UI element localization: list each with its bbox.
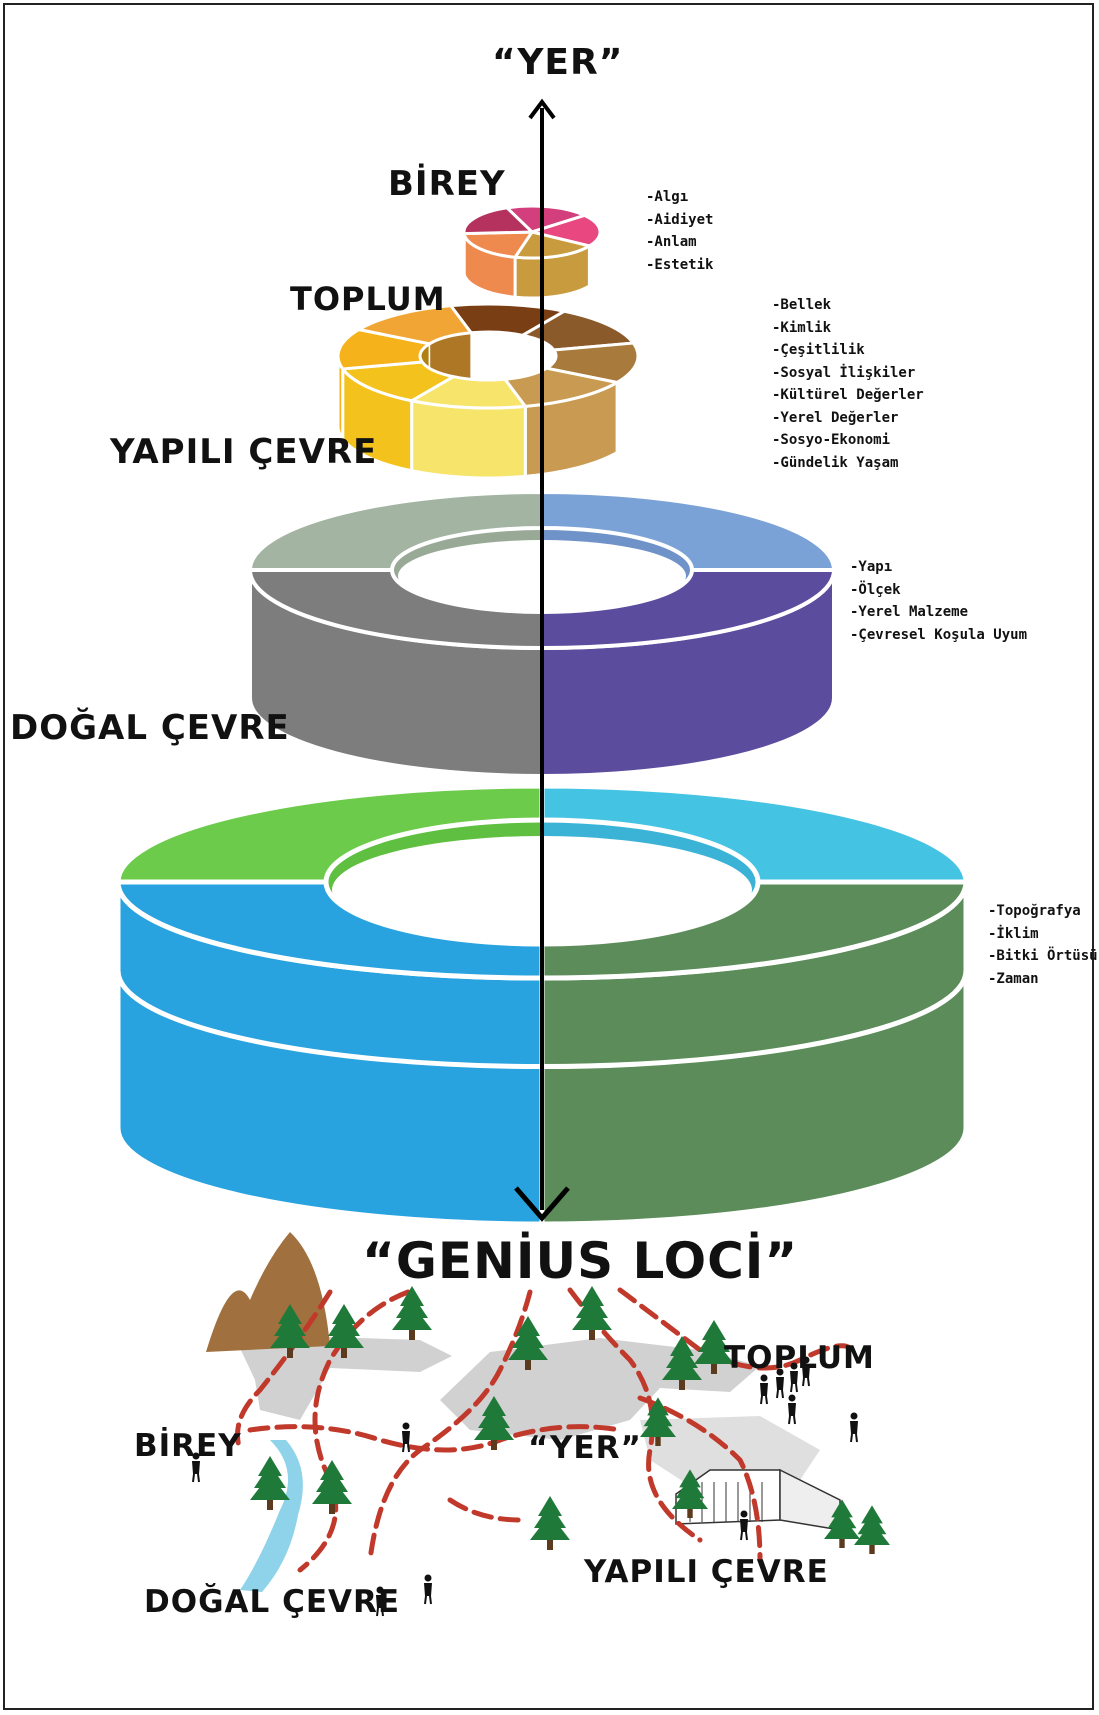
list-item: -Ölçek <box>850 581 901 598</box>
ring-birey <box>462 204 602 300</box>
layer-title-yapili-cevre: YAPILI ÇEVRE <box>110 432 378 472</box>
person-icon <box>788 1394 796 1425</box>
layer-list-birey: -Algı -Aidiyet -Anlam -Estetik <box>646 186 713 276</box>
ring-top-segment <box>115 783 545 885</box>
list-item: -Topoğrafya <box>988 903 1081 919</box>
dashed-path <box>235 1289 333 1453</box>
tree-icon <box>250 1456 290 1510</box>
tree-icon <box>694 1320 734 1374</box>
ground-patch <box>640 1416 820 1486</box>
vertical-axis-arrow <box>514 98 570 1222</box>
tree-icon <box>824 1499 860 1548</box>
dashed-path <box>447 1497 523 1523</box>
tree-icon <box>270 1304 310 1358</box>
dashed-path <box>247 1424 623 1453</box>
frame-border <box>3 3 1094 1710</box>
tree-icon <box>324 1304 364 1358</box>
list-item: -Sosyo-Ekonomi <box>772 432 891 448</box>
scene-label-toplum: TOPLUM <box>724 1340 875 1376</box>
list-item: -Gündelik Yaşam <box>772 454 899 471</box>
tree-icon <box>312 1460 352 1514</box>
list-item: -Bitki Örtüsü <box>988 948 1098 964</box>
dashed-path <box>637 1395 763 1563</box>
tree-icon <box>530 1496 570 1550</box>
dashed-path <box>617 1287 853 1371</box>
list-item: -Yerel Değerler <box>772 409 899 426</box>
person-icon <box>760 1374 768 1405</box>
tree-icon <box>662 1336 702 1390</box>
person-icon <box>850 1412 858 1443</box>
ring-yapili-cevre <box>247 489 837 779</box>
list-item: -Estetik <box>646 256 714 273</box>
person-icon <box>740 1510 748 1541</box>
genius-loci-scene <box>192 1232 890 1617</box>
dashed-path <box>297 1289 411 1573</box>
tree-icon <box>640 1397 676 1446</box>
scene-label-birey: BİREY <box>134 1428 242 1464</box>
list-item: -Zaman <box>988 970 1039 987</box>
list-item: -Kimlik <box>772 319 832 336</box>
layer-title-birey: BİREY <box>388 164 506 204</box>
list-item: -İklim <box>988 925 1039 942</box>
person-icon <box>776 1368 784 1399</box>
layer-list-dogal-cevre: -Topoğrafya -İklim -Bitki Örtüsü -Zaman <box>988 900 1098 990</box>
ring-top-segment <box>462 206 535 236</box>
layer-list-toplum: -Bellek -Kimlik -Çeşitlilik -Sosyal İliş… <box>772 294 924 474</box>
bottom-label-genius-loci: “GENİUS LOCİ” <box>362 1232 799 1290</box>
list-item: -Sosyal İlişkiler <box>772 364 916 381</box>
scene-label-yer: “YER” <box>528 1430 642 1466</box>
tree-icon <box>854 1505 890 1554</box>
ring-top-segment <box>540 489 837 572</box>
person-icon <box>790 1362 798 1393</box>
tree-icon <box>572 1286 612 1340</box>
ring-top-segment <box>539 783 969 885</box>
list-item: -Algı <box>646 189 689 205</box>
list-item: -Yapı <box>850 559 893 575</box>
dashed-path <box>367 1289 533 1563</box>
list-item: -Çeşitlilik <box>772 342 865 358</box>
river-icon <box>240 1440 303 1592</box>
person-icon <box>424 1574 432 1605</box>
ring-toplum <box>336 302 640 480</box>
tree-icon <box>392 1286 432 1340</box>
mountain-icon <box>206 1232 330 1352</box>
tree-icon <box>474 1396 514 1450</box>
list-item: -Çevresel Koşula Uyum <box>850 626 1028 643</box>
ring-top-segment <box>247 489 544 572</box>
layer-list-yapili-cevre: -Yapı -Ölçek -Yerel Malzeme -Çevresel Ko… <box>850 556 1027 646</box>
layer-title-dogal-cevre: DOĞAL ÇEVRE <box>10 708 290 748</box>
scene-label-yapili-cevre: YAPILI ÇEVRE <box>584 1554 829 1590</box>
person-icon <box>802 1356 810 1387</box>
list-item: -Aidiyet <box>646 211 714 228</box>
ring-dogal-cevre <box>115 783 969 1227</box>
list-item: -Bellek <box>772 297 832 313</box>
person-icon <box>402 1422 410 1453</box>
list-item: -Anlam <box>646 234 697 250</box>
list-item: -Kültürel Değerler <box>772 387 924 403</box>
person-icon <box>376 1586 384 1617</box>
ring-top-segment <box>354 304 474 346</box>
dashed-path <box>567 1287 703 1543</box>
list-item: -Yerel Malzeme <box>850 604 969 620</box>
tree-icon <box>508 1316 548 1370</box>
top-label-yer: “YER” <box>492 42 624 83</box>
layer-title-toplum: TOPLUM <box>290 280 446 318</box>
person-icon <box>192 1452 200 1483</box>
scene-label-dogal-cevre: DOĞAL ÇEVRE <box>144 1584 401 1620</box>
ring-side-segment <box>410 398 527 480</box>
tree-icon <box>672 1469 708 1518</box>
